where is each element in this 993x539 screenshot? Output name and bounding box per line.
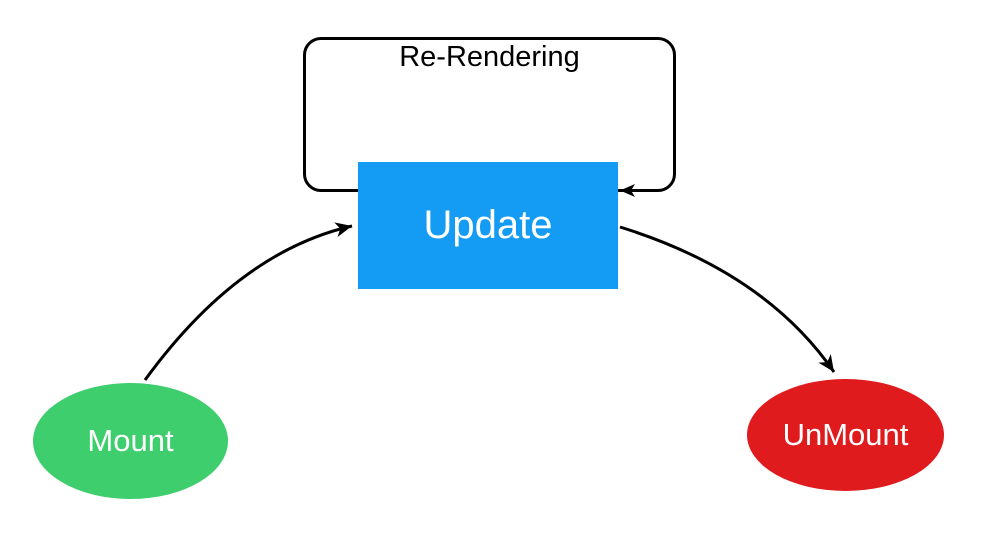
mount-node-label: Mount: [87, 423, 174, 458]
re-rendering-label: Re-Rendering: [399, 41, 580, 73]
update-node: Update: [358, 162, 618, 289]
update-node-label: Update: [423, 203, 553, 247]
arrow-mount-to-update: [143, 222, 353, 381]
arrow-update-to-unmount: [619, 225, 836, 373]
unmount-node-label: UnMount: [782, 417, 909, 452]
mount-node: Mount: [33, 383, 228, 499]
unmount-node: UnMount: [747, 379, 944, 491]
